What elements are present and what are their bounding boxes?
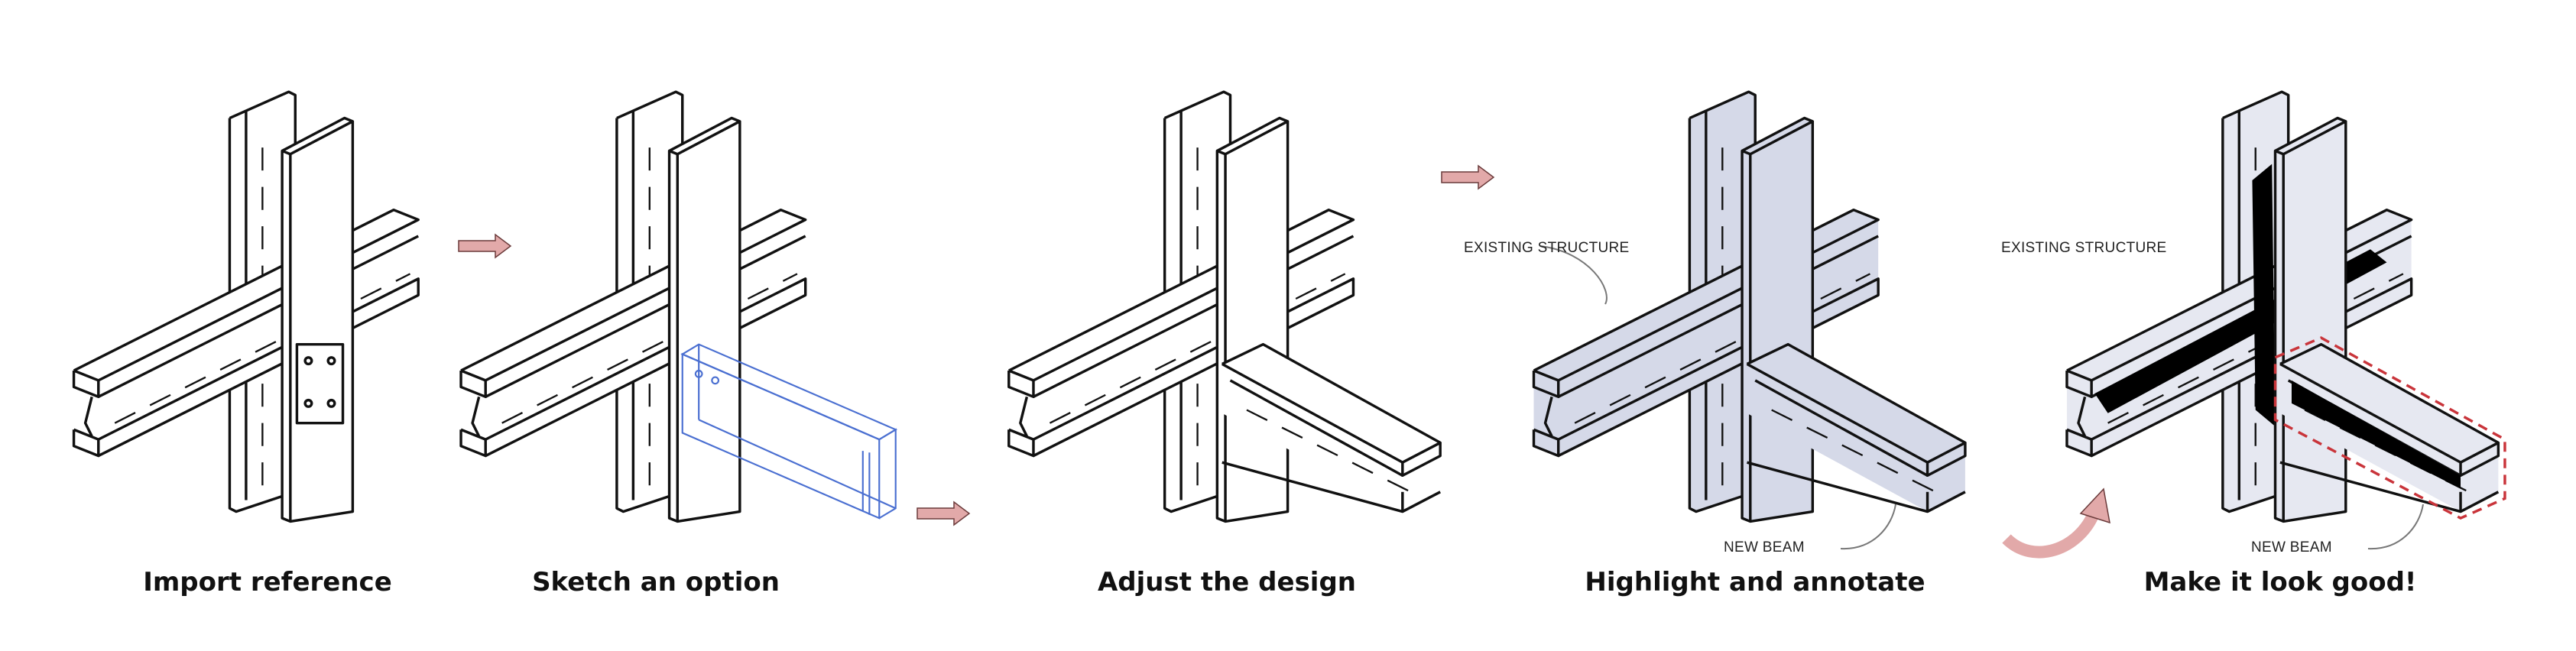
step-label-adjust-design: Adjust the design (1097, 567, 1357, 598)
panel-highlight-annotate (1532, 90, 1880, 523)
annotation-existing-structure: EXISTING STRUCTURE (1464, 240, 1630, 256)
arrow-icon (917, 501, 970, 526)
shadow (2291, 380, 2461, 489)
highlight-outline (2273, 336, 2506, 520)
arrow-icon (458, 234, 511, 258)
panel-adjust-design (1007, 90, 1355, 523)
step-label-sketch-option: Sketch an option (532, 567, 780, 598)
step-label-make-it-look-good: Make it look good! (2143, 567, 2417, 598)
annotation-existing-structure: EXISTING STRUCTURE (2001, 240, 2167, 256)
step-label-highlight-annotate: Highlight and annotate (1585, 567, 1926, 598)
curved-arrow-icon (2002, 487, 2110, 559)
sketch-box-option (680, 343, 898, 520)
step-label-import-reference: Import reference (143, 567, 392, 598)
arrow-icon (1441, 165, 1494, 189)
annotation-new-beam: NEW BEAM (1724, 539, 1805, 555)
panel-import-reference (72, 90, 420, 523)
panel-sketch-option (459, 90, 898, 523)
shadow (2252, 164, 2276, 426)
column-front (281, 116, 355, 523)
panel-make-it-look-good (2065, 90, 2413, 523)
annotation-new-beam: NEW BEAM (2251, 539, 2332, 555)
connection-plate (295, 342, 345, 425)
